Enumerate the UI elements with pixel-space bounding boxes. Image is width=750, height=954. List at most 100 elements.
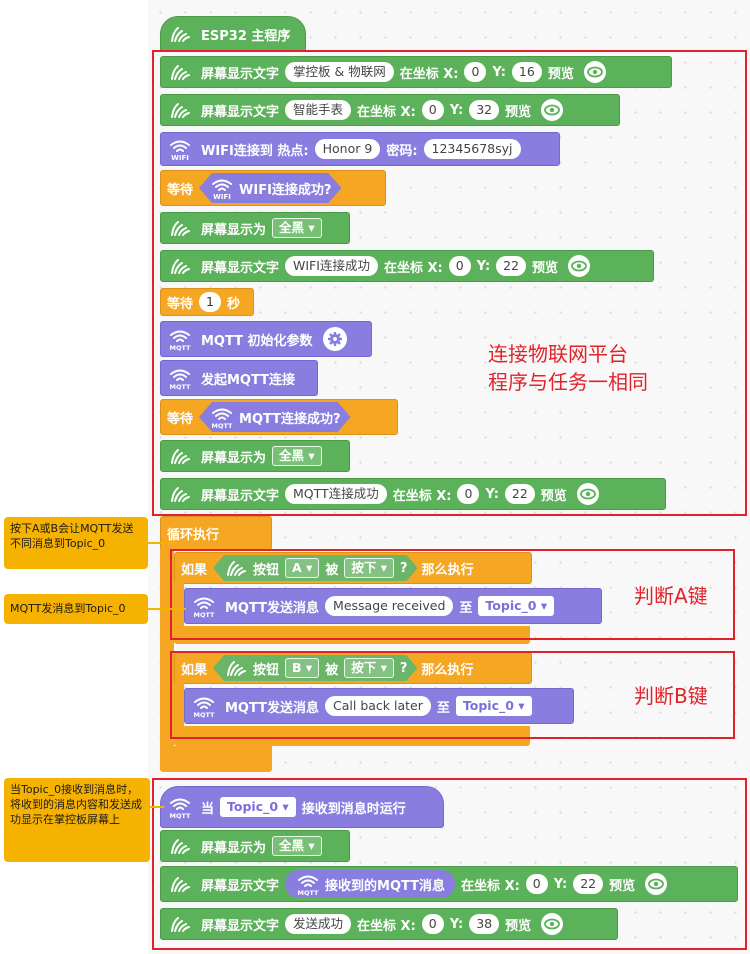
text-input[interactable]: MQTT连接成功 — [285, 484, 387, 504]
password-input[interactable]: 12345678syj — [423, 139, 521, 159]
loop-bottom — [160, 746, 272, 772]
mqtt-send-block[interactable]: MQTT MQTT发送消息 Message received 至 Topic_0… — [184, 588, 602, 624]
wifi-icon: WIFI — [209, 177, 235, 199]
text-input[interactable]: 发送成功 — [285, 914, 352, 934]
y-input[interactable]: 22 — [504, 484, 535, 504]
action-dropdown[interactable]: 按下 ▾ — [344, 658, 394, 678]
x-input[interactable]: 0 — [464, 62, 487, 82]
x-input[interactable]: 0 — [525, 874, 548, 894]
esp32-main-hat[interactable]: ESP32 主程序 — [160, 16, 306, 52]
screen-text-msg-block[interactable]: 屏幕显示文字 MQTT 接收到的MQTT消息 在坐标 X: 0 Y: 22 预览 — [160, 866, 738, 902]
x-input[interactable]: 0 — [448, 256, 471, 276]
gear-icon[interactable] — [322, 327, 347, 351]
mqtt-icon: MQTT — [167, 328, 193, 351]
action-value: 按下 — [351, 660, 377, 675]
if-a-side — [174, 582, 184, 642]
block-label: 屏幕显示文字 — [201, 878, 280, 894]
action-dropdown[interactable]: 按下 ▾ — [344, 558, 394, 578]
hand-icon — [223, 557, 249, 579]
preview-label: 预览 — [547, 66, 574, 82]
screen-text-block[interactable]: 屏幕显示文字 发送成功 在坐标 X: 0 Y: 38 预览 — [160, 908, 618, 940]
hand-icon — [167, 99, 193, 121]
button-label: 按钮 — [253, 562, 280, 578]
eye-icon[interactable] — [576, 483, 599, 505]
fill-dropdown[interactable]: 全黑 ▾ — [272, 218, 322, 238]
mqtt-connect-block[interactable]: MQTT 发起MQTT连接 — [160, 360, 318, 396]
note-send-arrow — [148, 608, 186, 610]
message-input[interactable]: Call back later — [325, 696, 431, 716]
wait-label: 等待 — [167, 411, 194, 427]
eye-icon[interactable] — [645, 873, 668, 895]
then-label: 那么执行 — [421, 662, 474, 678]
screen-text-block[interactable]: 屏幕显示文字 智能手表 在坐标 X: 0 Y: 32 预览 — [160, 94, 620, 126]
screen-text-block[interactable]: 屏幕显示文字 MQTT连接成功 在坐标 X: 0 Y: 22 预览 — [160, 478, 666, 510]
x-input[interactable]: 0 — [421, 100, 444, 120]
eye-icon[interactable] — [541, 913, 564, 935]
question-mark: ? — [399, 660, 408, 676]
if-button-a-block[interactable]: 如果 按钮 A ▾ 被 按下 ▾ ? 那么执行 — [174, 552, 532, 584]
fill-dropdown[interactable]: 全黑 ▾ — [272, 836, 322, 856]
wait-mqtt-block[interactable]: 等待 MQTT MQTT连接成功? — [160, 399, 398, 435]
topic-value: Topic_0 — [227, 799, 279, 814]
text-input[interactable]: 智能手表 — [285, 100, 352, 120]
text-input[interactable]: WIFI连接成功 — [285, 256, 378, 276]
text-input[interactable]: 掌控板 & 物联网 — [285, 62, 394, 82]
condition-label: WIFI连接成功? — [239, 182, 332, 198]
wifi-connect-block[interactable]: WIFI WIFI连接到 热点: Honor 9 密码: 12345678syj — [160, 132, 560, 166]
topic-dropdown[interactable]: Topic_0 ▾ — [455, 696, 532, 716]
button-condition[interactable]: 按钮 B ▾ 被 按下 ▾ ? — [213, 655, 417, 681]
hand-icon — [167, 445, 193, 467]
mqtt-icon: MQTT — [167, 796, 193, 819]
wait-wifi-block[interactable]: 等待 WIFI WIFI连接成功? — [160, 170, 386, 206]
y-input[interactable]: 38 — [469, 914, 500, 934]
screen-fill-block[interactable]: 屏幕显示为 全黑 ▾ — [160, 212, 350, 244]
y-input[interactable]: 16 — [511, 62, 542, 82]
eye-icon[interactable] — [568, 255, 591, 277]
message-input[interactable]: Message received — [325, 596, 454, 616]
key-dropdown[interactable]: B ▾ — [285, 658, 319, 678]
screen-fill-block[interactable]: 屏幕显示为 全黑 ▾ — [160, 830, 350, 862]
screen-fill-block[interactable]: 屏幕显示为 全黑 ▾ — [160, 440, 350, 472]
action-value: 按下 — [351, 560, 377, 575]
hand-icon — [167, 835, 193, 857]
topic-dropdown[interactable]: Topic_0 ▾ — [220, 797, 296, 817]
button-b-highlight-box — [170, 651, 735, 739]
ssid-input[interactable]: Honor 9 — [314, 139, 381, 159]
seconds-input[interactable]: 1 — [199, 292, 221, 312]
x-input[interactable]: 0 — [421, 914, 444, 934]
x-label: 在坐标 X: — [383, 260, 443, 276]
y-label: Y: — [485, 486, 499, 502]
hand-icon — [167, 873, 193, 895]
wifi-icon: WIFI — [167, 138, 193, 161]
topic-dropdown[interactable]: Topic_0 ▾ — [478, 596, 555, 616]
mqtt-init-block[interactable]: MQTT MQTT 初始化参数 — [160, 321, 372, 357]
eye-icon[interactable] — [583, 61, 606, 83]
if-b-side — [174, 682, 184, 742]
key-dropdown[interactable]: A ▾ — [285, 558, 319, 578]
eye-icon[interactable] — [541, 99, 564, 121]
wait-seconds-block[interactable]: 等待 1 秒 — [160, 288, 254, 316]
screen-text-block[interactable]: 屏幕显示文字 WIFI连接成功 在坐标 X: 0 Y: 22 预览 — [160, 250, 654, 282]
key-value: B — [292, 660, 302, 675]
wifi-condition[interactable]: WIFI WIFI连接成功? — [199, 173, 341, 203]
preview-label: 预览 — [609, 878, 636, 894]
block-label: 发起MQTT连接 — [201, 372, 296, 388]
screen-text-block[interactable]: 屏幕显示文字 掌控板 & 物联网 在坐标 X: 0 Y: 16 预览 — [160, 56, 672, 88]
button-condition[interactable]: 按钮 A ▾ 被 按下 ▾ ? — [213, 555, 418, 581]
loop-block[interactable]: 循环执行 — [160, 516, 272, 550]
bei-label: 被 — [325, 662, 339, 678]
x-input[interactable]: 0 — [457, 484, 480, 504]
setup-highlight-box — [152, 50, 747, 516]
main-hat-label: ESP32 主程序 — [201, 28, 291, 44]
y-input[interactable]: 22 — [496, 256, 527, 276]
received-message-reporter[interactable]: MQTT 接收到的MQTT消息 — [285, 870, 456, 898]
y-input[interactable]: 22 — [573, 874, 604, 894]
fill-value: 全黑 — [279, 220, 305, 235]
fill-dropdown[interactable]: 全黑 ▾ — [272, 446, 322, 466]
y-input[interactable]: 32 — [469, 100, 500, 120]
mqtt-condition[interactable]: MQTT MQTT连接成功? — [199, 402, 351, 432]
mqtt-icon: MQTT — [191, 595, 217, 618]
mqtt-send-block[interactable]: MQTT MQTT发送消息 Call back later 至 Topic_0 … — [184, 688, 574, 724]
preview-label: 预览 — [532, 260, 559, 276]
mqtt-receive-hat[interactable]: MQTT 当 Topic_0 ▾ 接收到消息时运行 — [160, 786, 444, 828]
